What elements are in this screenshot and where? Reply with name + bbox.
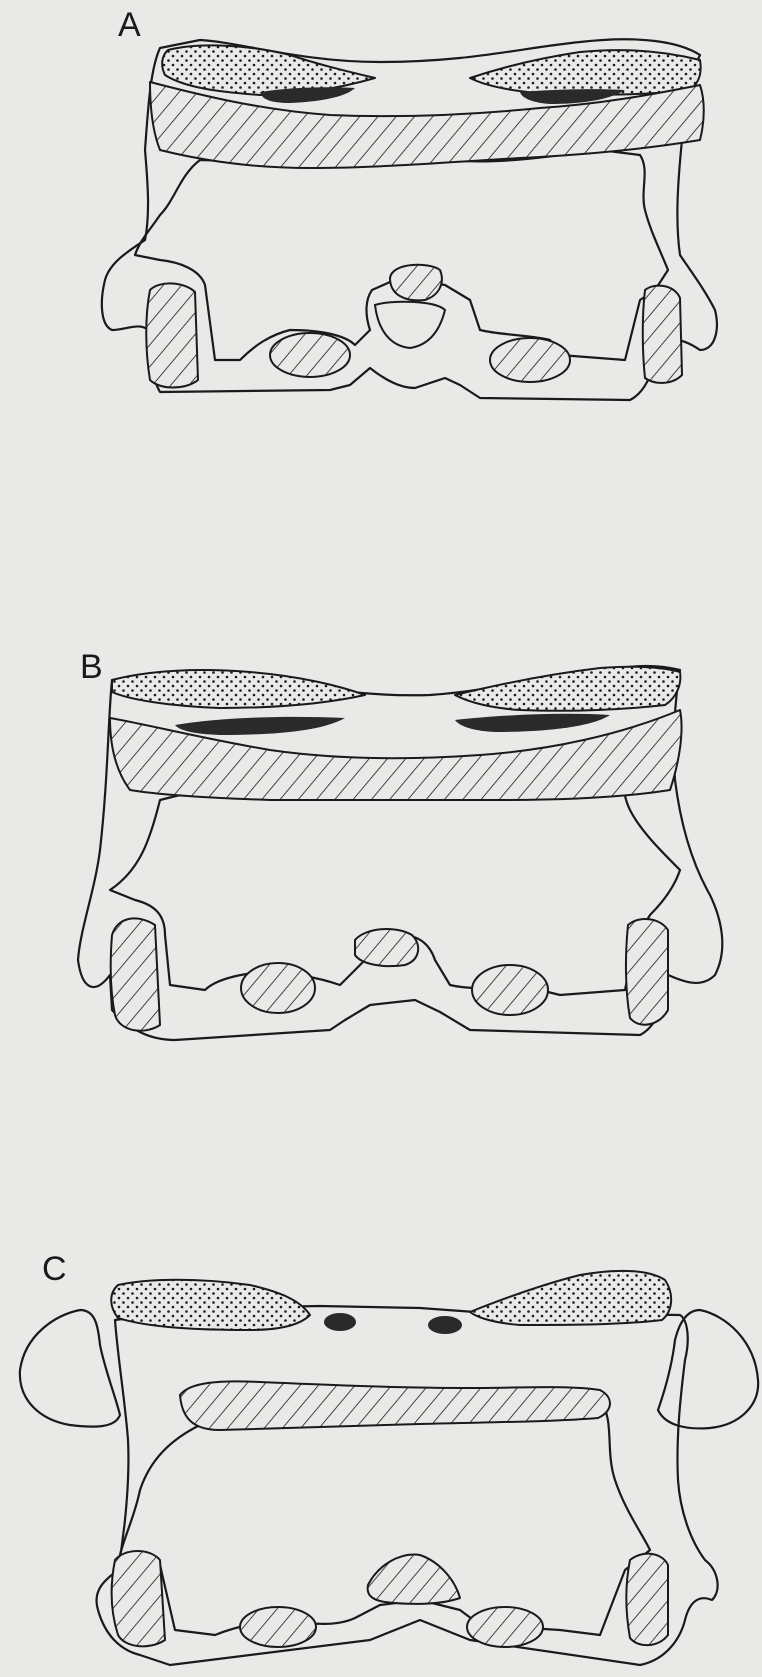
panel-c-dotted-plate-left bbox=[111, 1280, 310, 1330]
panel-c-hatched-lateral-left bbox=[112, 1551, 165, 1646]
panel-a-dotted-plate-right bbox=[470, 50, 701, 95]
panel-a-hatched-inner-right bbox=[490, 338, 570, 382]
panel-c-dark-mark-left bbox=[324, 1313, 356, 1331]
panel-c-hatched-inner-left bbox=[240, 1607, 316, 1647]
panel-c-lateral-lobe-left bbox=[20, 1310, 120, 1427]
panel-a-hatched-central bbox=[390, 265, 442, 301]
panel-c-hatched-band bbox=[180, 1381, 610, 1430]
panel-a-central-canal bbox=[375, 302, 445, 348]
panel-b-hatched-lateral-left bbox=[111, 918, 160, 1030]
panel-b-hatched-inner-left bbox=[241, 963, 315, 1013]
panel-a-hatched-lateral-left bbox=[146, 283, 198, 387]
panel-label-c: C bbox=[42, 1252, 67, 1286]
panel-a-hatched-lateral-right bbox=[643, 286, 682, 383]
panel-c-hatched-inner-right bbox=[467, 1607, 543, 1647]
panel-c-dotted-plate-right bbox=[470, 1271, 671, 1325]
panel-b-hatched-lateral-right bbox=[626, 919, 668, 1025]
panel-b-dotted-plate-left bbox=[112, 670, 365, 708]
panel-a-hatched-inner-left bbox=[270, 333, 350, 377]
panel-b-drawing bbox=[78, 666, 722, 1040]
panel-c-drawing bbox=[20, 1271, 758, 1665]
panel-c-hatched-lateral-right bbox=[626, 1554, 668, 1645]
panel-c-lateral-lobe-right bbox=[658, 1310, 758, 1428]
panel-a-drawing bbox=[102, 39, 717, 400]
panel-b-hatched-central bbox=[355, 929, 418, 966]
panel-b-dark-mark-right bbox=[455, 714, 610, 732]
panel-label-b: B bbox=[80, 650, 103, 684]
panel-c-body-outline bbox=[96, 1306, 717, 1665]
panel-b-dotted-plate-right bbox=[455, 667, 680, 711]
panel-c-hatched-central bbox=[368, 1555, 460, 1604]
panel-b-hatched-inner-right bbox=[472, 965, 548, 1015]
panel-c-dark-mark-right bbox=[428, 1316, 462, 1334]
panel-b-dark-mark-left bbox=[175, 717, 345, 735]
panel-label-a: A bbox=[118, 8, 141, 42]
